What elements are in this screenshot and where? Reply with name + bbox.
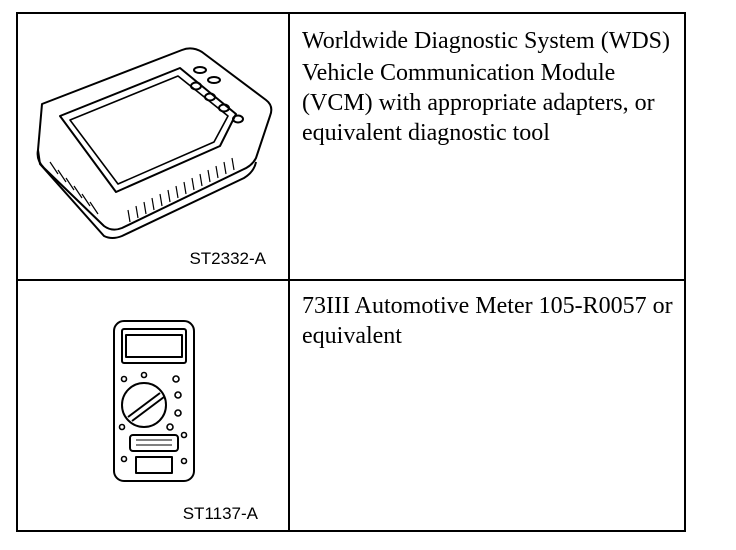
tool-name-vcm: Vehicle Communication Module (VCM) with … — [302, 60, 655, 146]
figure-caption-st2332: ST2332-A — [189, 249, 266, 268]
image-cell-meter: ST1137-A — [18, 279, 290, 530]
multimeter-icon — [113, 320, 195, 482]
figure-caption-st1137: ST1137-A — [182, 504, 258, 523]
tool-name-wds: Worldwide Diagnostic System (WDS) — [302, 28, 671, 54]
tool-name-meter: 73III Automotive Meter 105-R0057 or equi… — [302, 293, 673, 349]
table-row-meter: ST1137-A 73III Automotive Meter 105-R005… — [18, 279, 684, 530]
special-tools-table: ST2332-A Worldwide Diagnostic System (WD… — [16, 12, 686, 532]
diagnostic-tablet-icon — [36, 47, 273, 239]
description-cell-wds: Worldwide Diagnostic System (WDS) Vehicl… — [290, 14, 684, 279]
image-cell-wds: ST2332-A — [18, 14, 290, 279]
table-row-wds: ST2332-A Worldwide Diagnostic System (WD… — [18, 14, 684, 281]
description-cell-meter: 73III Automotive Meter 105-R0057 or equi… — [290, 279, 684, 530]
